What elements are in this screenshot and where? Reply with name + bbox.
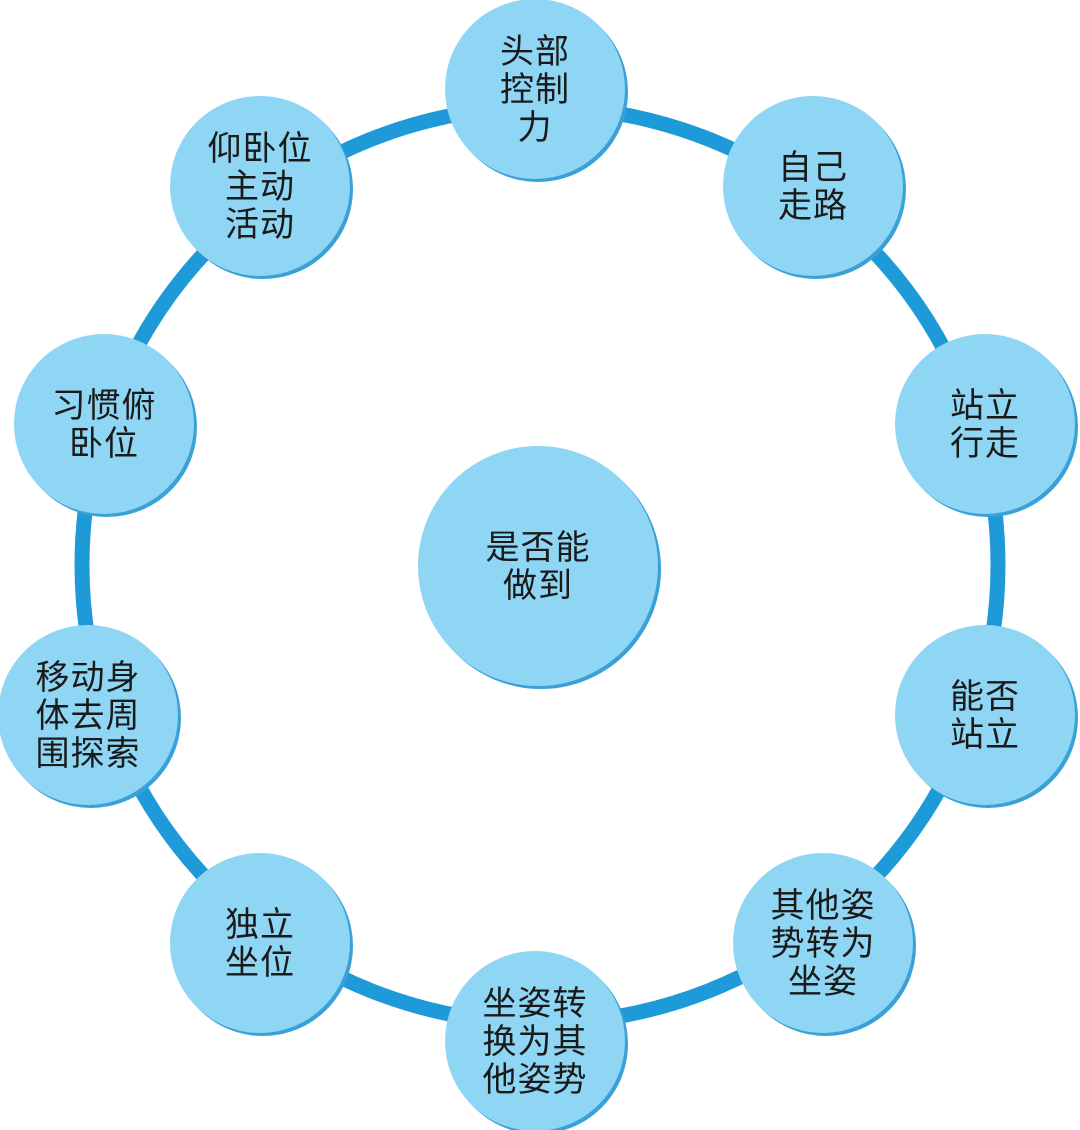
- node-other-to-sit-circle: [733, 853, 913, 1033]
- node-sit-independently-circle: [170, 853, 350, 1033]
- node-stand-walk-label-line: 行走: [950, 424, 1020, 464]
- node-move-explore-label-line: 移动身: [36, 658, 141, 698]
- node-stand-walk-circle: [895, 334, 1075, 514]
- center-node-label-line: 做到: [503, 566, 573, 606]
- center-node-label: 是否能做到: [486, 528, 591, 606]
- node-supine-active-circle: [170, 96, 350, 276]
- node-head-control-label: 头部控制力: [500, 32, 570, 148]
- node-can-stand-label-line: 能否: [950, 677, 1020, 717]
- node-sit-to-other-label-line: 换为其: [483, 1022, 588, 1062]
- node-prone-habit-circle: [14, 334, 194, 514]
- node-move-explore-label: 移动身体去周围探索: [36, 658, 141, 774]
- node-head-control-label-line: 头部: [500, 32, 570, 72]
- node-walk-alone: 自己走路: [723, 96, 906, 279]
- node-other-to-sit-label: 其他姿势转为坐姿: [771, 886, 876, 1002]
- node-supine-active-label-line: 主动: [225, 167, 295, 207]
- node-supine-active-label-line: 活动: [225, 205, 295, 245]
- node-other-to-sit: 其他姿势转为坐姿: [733, 853, 916, 1036]
- node-head-control-label-line: 控制: [500, 70, 570, 110]
- node-walk-alone-circle: [723, 96, 903, 276]
- node-sit-independently-label: 独立坐位: [225, 905, 295, 983]
- node-can-stand-circle: [895, 625, 1075, 805]
- node-stand-walk: 站立行走: [895, 334, 1078, 517]
- node-can-stand: 能否站立: [895, 625, 1078, 808]
- node-supine-active-label-line: 仰卧位: [208, 129, 313, 169]
- node-sit-independently-label-line: 坐位: [225, 943, 295, 983]
- node-move-explore-circle: [0, 625, 178, 805]
- node-sit-to-other: 坐姿转换为其他姿势: [445, 951, 628, 1130]
- node-walk-alone-label: 自己走路: [778, 148, 848, 226]
- node-sit-independently: 独立坐位: [170, 853, 353, 1036]
- node-move-explore-label-line: 体去周: [36, 696, 141, 736]
- node-walk-alone-label-line: 走路: [778, 186, 848, 226]
- center-node-circle: [418, 446, 658, 686]
- node-prone-habit: 习惯俯卧位: [14, 334, 197, 517]
- center-node: 是否能做到: [418, 446, 661, 689]
- node-other-to-sit-label-line: 坐姿: [788, 962, 858, 1002]
- node-sit-to-other-label-line: 他姿势: [483, 1060, 588, 1100]
- node-move-explore-label-line: 围探索: [36, 734, 141, 774]
- node-supine-active: 仰卧位主动活动: [170, 96, 353, 279]
- node-can-stand-label-line: 站立: [950, 715, 1020, 755]
- node-head-control-label-line: 力: [518, 108, 553, 148]
- node-other-to-sit-label-line: 其他姿: [771, 886, 876, 926]
- node-move-explore: 移动身体去周围探索: [0, 625, 181, 808]
- node-other-to-sit-label-line: 势转为: [771, 924, 876, 964]
- node-walk-alone-label-line: 自己: [778, 148, 848, 188]
- node-stand-walk-label: 站立行走: [950, 386, 1020, 464]
- node-stand-walk-label-line: 站立: [950, 386, 1020, 426]
- node-supine-active-label: 仰卧位主动活动: [208, 129, 313, 245]
- node-head-control: 头部控制力: [445, 0, 628, 182]
- node-head-control-circle: [445, 0, 625, 179]
- node-prone-habit-label: 习惯俯卧位: [52, 386, 157, 464]
- center-node-label-line: 是否能: [486, 528, 591, 568]
- node-prone-habit-label-line: 习惯俯: [52, 386, 157, 426]
- node-sit-to-other-label: 坐姿转换为其他姿势: [483, 984, 588, 1100]
- node-sit-independently-label-line: 独立: [225, 905, 295, 945]
- node-sit-to-other-label-line: 坐姿转: [483, 984, 588, 1024]
- node-prone-habit-label-line: 卧位: [69, 424, 139, 464]
- node-can-stand-label: 能否站立: [950, 677, 1020, 755]
- node-sit-to-other-circle: [445, 951, 625, 1130]
